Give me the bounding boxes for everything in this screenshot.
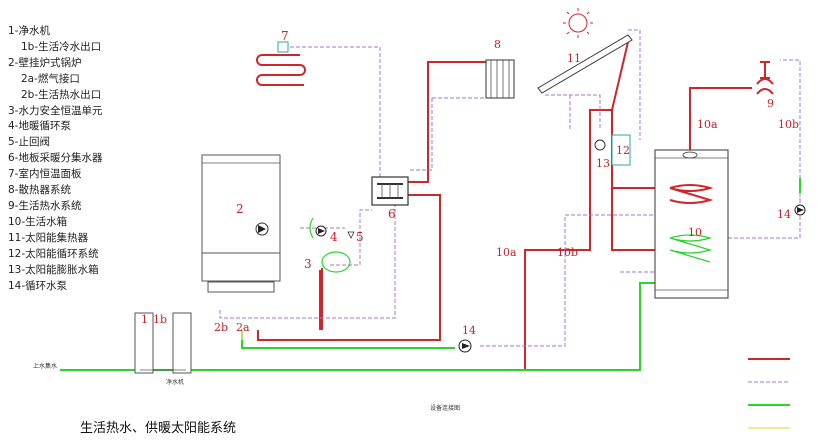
hot-water-tank — [654, 149, 729, 299]
label-4: 4 — [330, 230, 338, 244]
legend-item: 3-水力安全恒温单元 — [8, 104, 103, 117]
label-10b-tank: 10b — [778, 118, 799, 131]
cold-water-inlet-label: 上水集水 — [33, 362, 57, 370]
legend-item: 2-壁挂炉式锅炉 — [8, 56, 82, 69]
legend-item: 1-净水机 — [8, 25, 50, 37]
legend-item: 2a-燃气接口 — [21, 72, 80, 85]
floor-heating-panel — [256, 41, 306, 86]
label-12: 12 — [616, 144, 630, 157]
return-pipes — [219, 29, 801, 347]
label-1: 1 — [141, 313, 148, 326]
label-1b: 1b — [153, 313, 167, 326]
label-14-main: 14 — [462, 324, 476, 337]
solar-collector — [537, 8, 633, 94]
label-2a: 2a — [236, 321, 250, 334]
label-8: 8 — [494, 38, 501, 51]
legend-item: 14-循环水泵 — [8, 279, 68, 292]
water-purifier — [134, 312, 192, 374]
label-10a-tank: 10a — [697, 118, 718, 131]
label-7: 7 — [281, 29, 289, 43]
line-type-legend — [748, 358, 790, 429]
legend-item: 13-太阳能膨胀水箱 — [8, 263, 99, 276]
label-10a-main: 10a — [496, 246, 517, 259]
label-6: 6 — [388, 207, 396, 221]
label-2b: 2b — [214, 321, 228, 334]
floor-heating-manifold — [371, 176, 409, 206]
legend-item: 6-地板采暖分集水器 — [8, 152, 103, 165]
label-2: 2 — [236, 202, 244, 216]
legend-item: 5-止回阀 — [8, 136, 50, 149]
legend-item: 10-生活水箱 — [8, 215, 68, 228]
label-9: 9 — [767, 97, 774, 110]
legend-item: 8-散热器系统 — [8, 184, 71, 197]
component-legend: 1-净水机 1b-生活冷水出口 2-壁挂炉式锅炉 2a-燃气接口 2b-生活热水… — [8, 24, 102, 294]
label-10: 10 — [688, 226, 702, 239]
label-10b-main: 10b — [557, 246, 578, 259]
hydraulic-safety-unit — [309, 217, 355, 273]
hot-water-pipes — [257, 41, 752, 371]
circulation-pumps — [458, 204, 806, 353]
radiator — [485, 59, 515, 99]
label-11: 11 — [567, 52, 581, 65]
legend-item: 2b-生活热水出口 — [21, 88, 102, 101]
diagram-caption: 生活热水、供暖太阳能系统 — [80, 421, 236, 436]
hot-water-taps — [756, 61, 774, 95]
label-3: 3 — [304, 257, 312, 271]
drawing-subtitle: 设备连接图 — [430, 404, 460, 412]
legend-item: 4-地暖循环泵 — [8, 120, 71, 133]
label-13: 13 — [596, 157, 610, 170]
wall-boiler — [201, 154, 281, 293]
legend-item: 12-太阳能循环系统 — [8, 247, 99, 260]
legend-item: 11-太阳能集热器 — [8, 231, 89, 244]
legend-item: 9-生活热水系统 — [8, 199, 82, 212]
label-5: 5 — [356, 230, 364, 244]
legend-item: 7-室内恒温面板 — [8, 168, 82, 181]
expansion-and-pump-station — [594, 134, 631, 166]
label-14-tank: 14 — [777, 208, 791, 221]
purifier-label: 净水机 — [166, 378, 184, 386]
legend-item: 1b-生活冷水出口 — [21, 40, 102, 53]
